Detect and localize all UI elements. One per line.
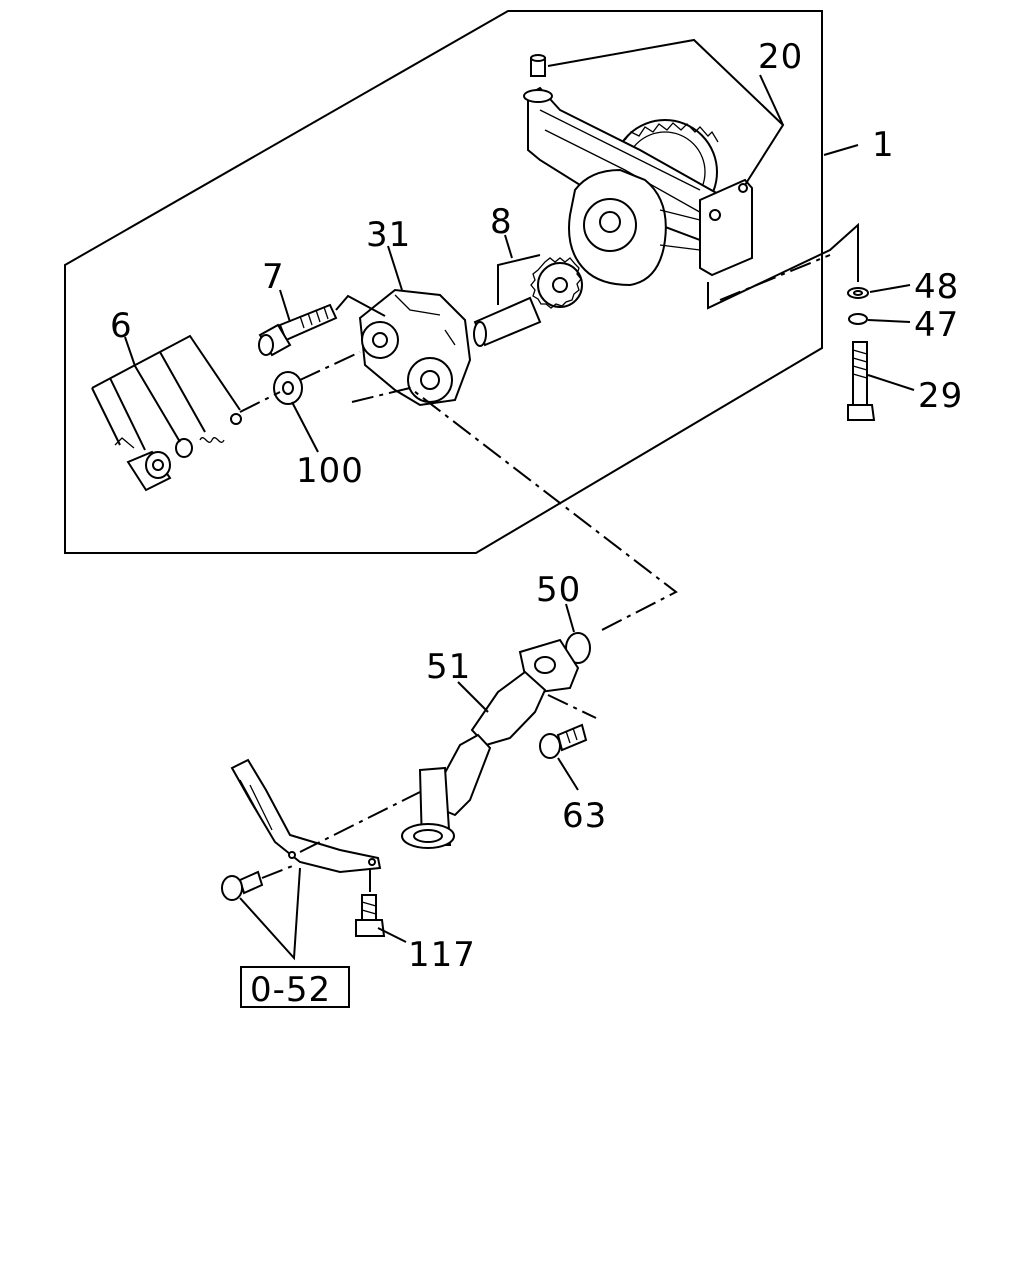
leader-50	[565, 603, 575, 633]
label-part-29: 29	[918, 376, 963, 416]
assembly-boundary	[64, 10, 823, 554]
label-part-51: 51	[426, 647, 471, 687]
washer-48	[847, 287, 869, 299]
leader-20	[547, 38, 785, 186]
leader-8	[497, 254, 541, 305]
leader-7b	[335, 294, 386, 317]
leader-6	[91, 334, 241, 411]
label-part-8: 8	[490, 202, 513, 242]
relief-valve-parts-6	[114, 413, 242, 492]
label-part-100: 100	[296, 451, 364, 491]
washer-100	[273, 371, 303, 405]
leader-6d	[159, 351, 206, 433]
label-part-117: 117	[408, 935, 476, 975]
leader-1	[823, 144, 859, 156]
leader-6c	[134, 365, 181, 443]
bolt-63	[539, 723, 588, 759]
leader-47	[867, 319, 911, 323]
label-reference-0-52: 0-52	[250, 970, 331, 1010]
label-part-6: 6	[110, 306, 133, 346]
label-part-1: 1	[872, 125, 895, 165]
leader-6-stem	[124, 336, 136, 367]
leader-117	[377, 927, 407, 943]
bracket-29	[707, 222, 859, 310]
leader-7	[279, 289, 291, 323]
pump-body-with-drive-gear	[523, 54, 753, 287]
axis-29	[719, 254, 831, 301]
washer-47	[848, 313, 868, 325]
leader-100	[291, 401, 319, 453]
axis-6	[239, 391, 281, 413]
leader-8-stem	[504, 234, 513, 259]
leader-48	[869, 284, 911, 293]
leader-31	[387, 245, 403, 291]
axis-stay	[299, 791, 421, 853]
label-part-31: 31	[366, 215, 411, 255]
leader-6a	[91, 387, 121, 446]
label-part-48: 48	[914, 267, 959, 307]
axis-63	[547, 694, 597, 719]
leader-51	[457, 681, 489, 713]
reference-box	[240, 966, 350, 1008]
label-part-7: 7	[262, 257, 285, 297]
leader-29	[867, 374, 915, 391]
leader-6b	[109, 377, 146, 451]
axis-100	[299, 351, 361, 381]
pump-cover-31	[358, 288, 472, 407]
leader-20-b	[759, 74, 784, 126]
bolt-29	[847, 341, 876, 421]
label-part-50: 50	[536, 570, 581, 610]
inner-gear-and-shaft-8	[473, 257, 583, 347]
label-part-20: 20	[758, 37, 803, 77]
bolt-7	[258, 303, 338, 357]
label-part-47: 47	[914, 305, 959, 345]
bolt-117	[355, 894, 386, 937]
axis-ref-bolt	[261, 864, 296, 879]
leader-ref-0-52	[239, 867, 301, 961]
suction-pipe-stay	[230, 758, 382, 874]
suction-pipe-51	[401, 638, 580, 849]
bolt-ref-0-52	[221, 870, 264, 901]
leader-63	[557, 757, 579, 791]
axis-suction	[351, 386, 678, 633]
label-part-63: 63	[562, 796, 607, 836]
